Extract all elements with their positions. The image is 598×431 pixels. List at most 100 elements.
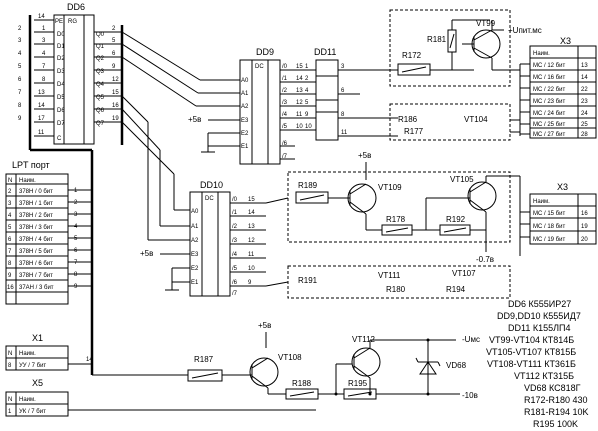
dd6-pe: PE bbox=[55, 19, 63, 25]
dd10-chip: DD10 DC A0 A1 A2 E3 E2 E1 /0 /1 /2 /3 /4… bbox=[189, 180, 266, 297]
dd11-chip: DD11 1 2 4 5 9 10 3 6 8 11 bbox=[305, 47, 398, 141]
dd6-q6: Q6 bbox=[96, 108, 105, 114]
vt99-transistor bbox=[471, 29, 501, 59]
svg-text:VT105: VT105 bbox=[450, 175, 474, 184]
svg-text:/3: /3 bbox=[232, 238, 238, 244]
svg-text:Наим.: Наим. bbox=[19, 397, 36, 403]
svg-text:Наим.: Наим. bbox=[19, 351, 36, 357]
lpt-title: LPT порт bbox=[12, 160, 50, 170]
svg-text:6: 6 bbox=[74, 248, 78, 254]
svg-text:E2: E2 bbox=[241, 131, 249, 137]
svg-text:N: N bbox=[8, 178, 12, 184]
svg-text:5: 5 bbox=[18, 64, 22, 70]
vt99-label: VT99 bbox=[476, 19, 496, 28]
dd6-pin-d1: 3 bbox=[42, 38, 46, 44]
svg-text:/1: /1 bbox=[232, 210, 238, 216]
dd6-q3: Q3 bbox=[96, 69, 105, 75]
svg-text:/2: /2 bbox=[282, 88, 288, 94]
svg-text:37АН / 3 бит: 37АН / 3 бит bbox=[19, 285, 54, 291]
svg-text:14: 14 bbox=[86, 357, 93, 363]
svg-text:/2: /2 bbox=[232, 224, 238, 230]
dd6-pin-d5: 13 bbox=[38, 90, 45, 96]
svg-text:6: 6 bbox=[341, 88, 345, 94]
svg-text:9: 9 bbox=[248, 280, 252, 286]
svg-text:/7: /7 bbox=[282, 154, 288, 160]
svg-text:МС / 24 бит: МС / 24 бит bbox=[533, 111, 565, 117]
svg-text:-Uмс: -Uмс bbox=[462, 335, 480, 344]
svg-text:DC: DC bbox=[205, 196, 214, 202]
dd6-d3: D3 bbox=[57, 69, 65, 75]
svg-text:/4: /4 bbox=[232, 252, 238, 258]
dd6-q7: Q7 bbox=[96, 121, 105, 127]
svg-text:23: 23 bbox=[581, 99, 588, 105]
svg-text:14: 14 bbox=[581, 75, 588, 81]
svg-text:R195: R195 bbox=[348, 379, 368, 388]
dd6-d5: D5 bbox=[57, 95, 65, 101]
dd11-name: DD11 bbox=[314, 47, 336, 57]
svg-text:R189: R189 bbox=[298, 181, 318, 190]
svg-text:13: 13 bbox=[248, 224, 255, 230]
svg-text:8: 8 bbox=[8, 261, 12, 267]
svg-text:VT107: VT107 bbox=[452, 269, 476, 278]
svg-text:/7: /7 bbox=[232, 291, 238, 297]
svg-text:7: 7 bbox=[8, 249, 12, 255]
svg-text:15: 15 bbox=[248, 197, 255, 203]
svg-text:16: 16 bbox=[112, 103, 119, 109]
svg-text:E1: E1 bbox=[191, 280, 199, 286]
svg-text:6: 6 bbox=[8, 237, 12, 243]
vt105-stage bbox=[287, 171, 511, 243]
svg-text:4: 4 bbox=[305, 88, 309, 94]
svg-text:7: 7 bbox=[74, 260, 78, 266]
svg-text:N: N bbox=[8, 397, 12, 403]
svg-text:/3: /3 bbox=[282, 100, 288, 106]
svg-text:378Н / 7 бит: 378Н / 7 бит bbox=[19, 273, 53, 279]
dd6-d4: D4 bbox=[57, 82, 65, 88]
dd6-d0: D0 bbox=[57, 32, 65, 38]
svg-text:8: 8 bbox=[18, 103, 22, 109]
x3-top-connector: X3 Наим. МС / 12 бит 13 МС / 16 бит 14 М… bbox=[529, 36, 597, 139]
svg-text:7: 7 bbox=[18, 90, 22, 96]
dd6-pin-d4: 8 bbox=[42, 77, 46, 83]
vt111-stage bbox=[287, 265, 511, 299]
svg-text:A1: A1 bbox=[241, 91, 249, 97]
vt104-stage bbox=[389, 103, 511, 141]
svg-text:9: 9 bbox=[74, 284, 78, 290]
svg-text:1: 1 bbox=[8, 409, 12, 415]
svg-text:10: 10 bbox=[296, 124, 303, 130]
svg-text:R172-R180 430: R172-R180 430 bbox=[524, 395, 588, 405]
svg-text:R180: R180 bbox=[386, 285, 406, 294]
svg-text:/1: /1 bbox=[282, 76, 288, 82]
x1-connector: X1 N Наим. 8 УУ / 7 бит 14 bbox=[5, 333, 93, 371]
svg-text:МС / 25 бит: МС / 25 бит bbox=[533, 122, 565, 128]
svg-text:УУ / 7 бит: УУ / 7 бит bbox=[19, 363, 46, 369]
vd68-zener-icon bbox=[419, 361, 437, 375]
svg-text:R181-R194 10K: R181-R194 10K bbox=[524, 407, 589, 417]
svg-text:A2: A2 bbox=[191, 238, 199, 244]
svg-text:13: 13 bbox=[296, 88, 303, 94]
svg-text:VT112: VT112 bbox=[352, 335, 376, 344]
svg-text:378Н / 0 бит: 378Н / 0 бит bbox=[19, 189, 53, 195]
svg-text:15: 15 bbox=[296, 64, 303, 70]
svg-text:МС / 19 бит: МС / 19 бит bbox=[533, 237, 565, 243]
svg-text:12: 12 bbox=[112, 77, 119, 83]
svg-text:22: 22 bbox=[581, 87, 588, 93]
svg-text:R191: R191 bbox=[298, 276, 318, 285]
svg-text:13: 13 bbox=[581, 63, 588, 69]
svg-text:10: 10 bbox=[248, 266, 255, 272]
svg-text:VT99-VT104 КТ814Б: VT99-VT104 КТ814Б bbox=[489, 335, 574, 345]
svg-text:МС / 18 бит: МС / 18 бит bbox=[533, 224, 565, 230]
svg-text:N: N bbox=[8, 351, 12, 357]
dd6-pin-d2: 4 bbox=[42, 51, 46, 57]
svg-text:VT108: VT108 bbox=[278, 353, 302, 362]
svg-text:9: 9 bbox=[112, 64, 116, 70]
svg-text:МС / 16 бит: МС / 16 бит bbox=[533, 75, 565, 81]
svg-text:Наим.: Наим. bbox=[533, 51, 550, 57]
svg-text:378Н / 5 бит: 378Н / 5 бит bbox=[19, 249, 53, 255]
svg-text:11: 11 bbox=[296, 112, 303, 118]
svg-text:/0: /0 bbox=[282, 64, 288, 70]
svg-text:E2: E2 bbox=[191, 266, 199, 272]
svg-text:VT104: VT104 bbox=[464, 115, 488, 124]
